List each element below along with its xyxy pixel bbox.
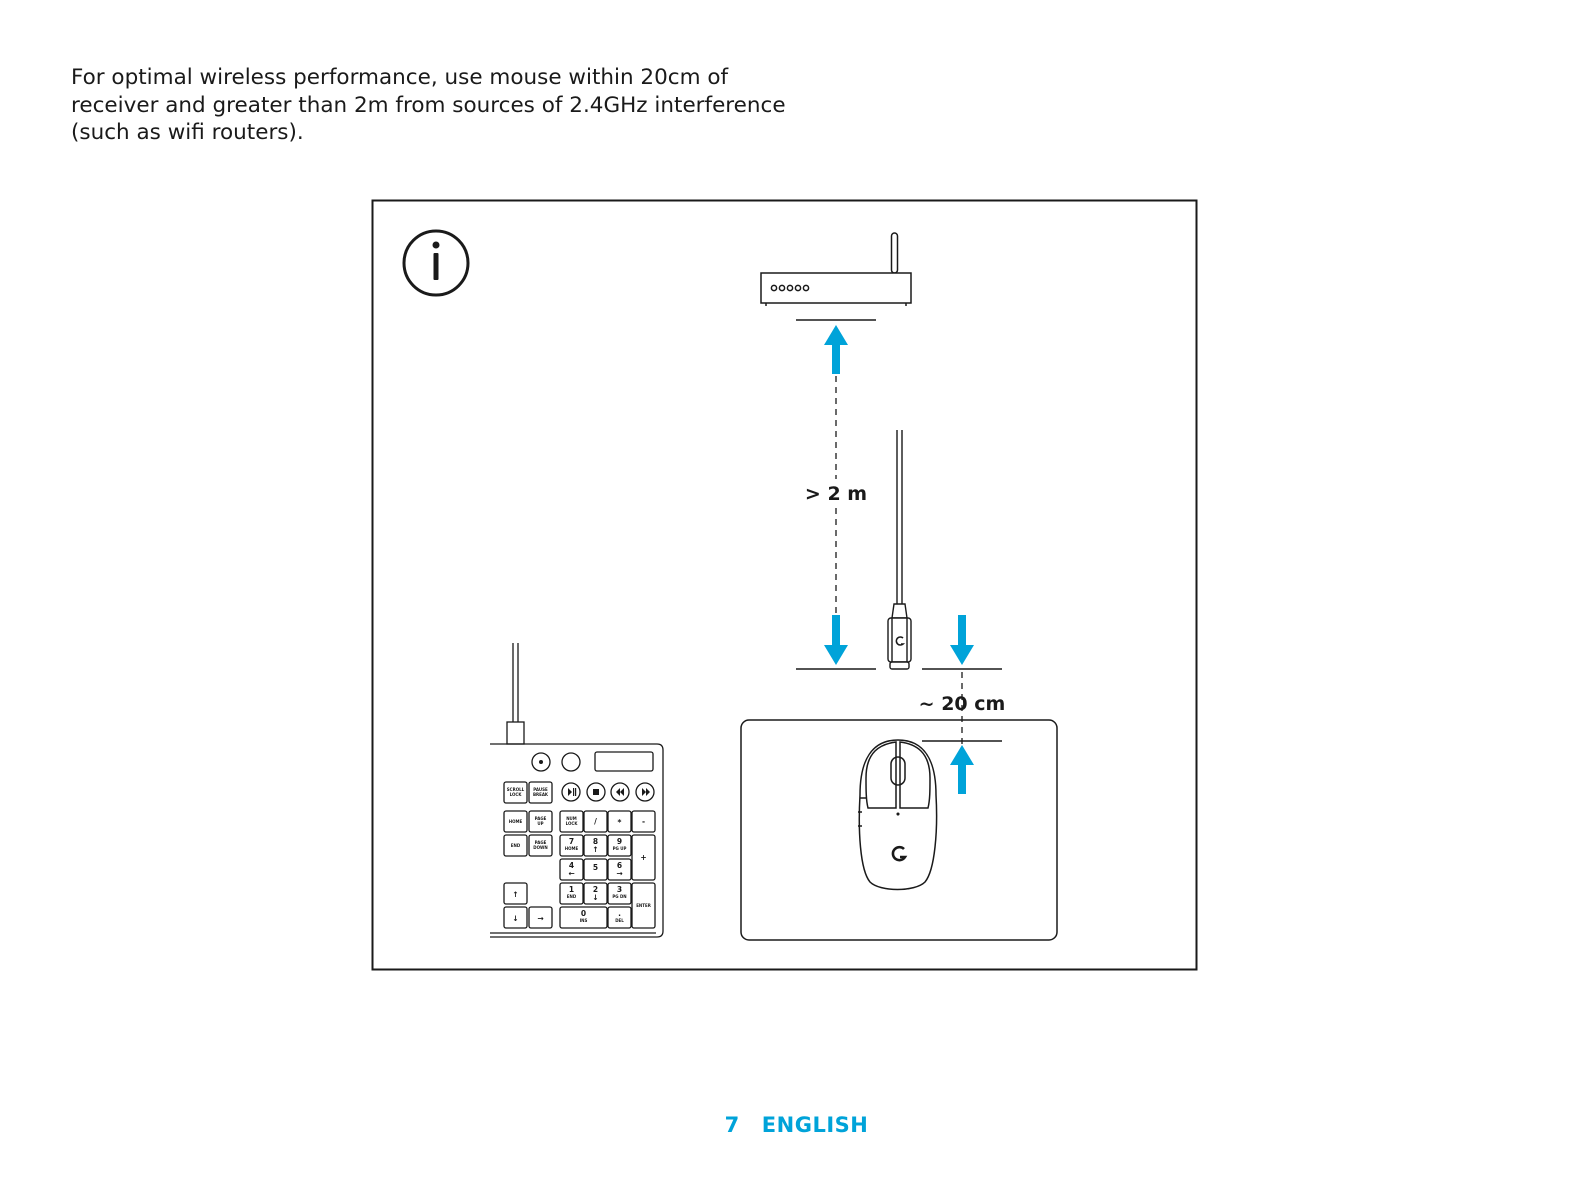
key-pause-break: PAUSE bbox=[533, 787, 548, 792]
key-enter: ENTER bbox=[636, 903, 651, 908]
key-1: 1 bbox=[569, 885, 574, 894]
key-page-up: PAGE bbox=[535, 816, 547, 821]
key-0-sub: INS bbox=[580, 918, 588, 923]
key-3: 3 bbox=[617, 885, 622, 894]
key-minus: - bbox=[642, 817, 645, 826]
key-end: END bbox=[511, 843, 521, 848]
instruction-line-1: For optimal wireless performance, use mo… bbox=[71, 65, 729, 90]
instruction-line-2: receiver and greater than 2m from source… bbox=[71, 92, 786, 118]
mouse-icon bbox=[858, 739, 938, 891]
arrow-down-icon bbox=[824, 615, 848, 665]
key-9: 9 bbox=[617, 837, 622, 846]
page-number: 7 bbox=[724, 1113, 740, 1137]
key-7-sub: HOME bbox=[565, 846, 579, 851]
key-home: HOME bbox=[509, 819, 523, 824]
key-4: 4 bbox=[569, 861, 574, 870]
key-arrow-right: → bbox=[537, 914, 543, 923]
instruction-text: For optimal wireless performance, use mo… bbox=[71, 64, 831, 147]
key-0: 0 bbox=[581, 909, 586, 918]
key-scroll-lock: SCROLL bbox=[507, 787, 525, 792]
instruction-line-3: (such as wifi routers). bbox=[71, 120, 304, 145]
svg-text:LOCK: LOCK bbox=[510, 792, 523, 797]
key-6: 6 bbox=[617, 861, 622, 870]
key-3-sub: PG DN bbox=[612, 894, 626, 899]
key-1-sub: END bbox=[567, 894, 577, 899]
key-asterisk: * bbox=[618, 818, 622, 827]
arrow-up-icon bbox=[824, 325, 848, 374]
key-page-down: PAGE bbox=[535, 840, 547, 845]
key-dot-sub: DEL bbox=[615, 918, 624, 923]
page-footer: 7 ENGLISH bbox=[0, 1113, 1593, 1137]
key-num-lock: NUM bbox=[566, 816, 577, 821]
key-4-sub: ← bbox=[568, 869, 574, 878]
logitech-g-logo-icon bbox=[891, 845, 908, 862]
key-8: 8 bbox=[593, 837, 598, 846]
mouse-distance-label: ~ 20 cm bbox=[919, 693, 1006, 715]
diagram-frame bbox=[371, 199, 1198, 971]
key-6-sub: → bbox=[616, 869, 622, 878]
arrow-up-icon bbox=[950, 745, 974, 794]
key-5: 5 bbox=[593, 863, 598, 872]
key-plus: + bbox=[640, 853, 646, 862]
router-distance-label: > 2 m bbox=[805, 483, 867, 505]
svg-text:UP: UP bbox=[537, 821, 543, 826]
key-2-sub: ↓ bbox=[592, 893, 598, 902]
arrow-down-icon bbox=[950, 615, 974, 665]
key-dot: . bbox=[618, 909, 621, 918]
key-9-sub: PG UP bbox=[613, 846, 627, 851]
svg-text:DOWN: DOWN bbox=[533, 845, 547, 850]
router-icon bbox=[760, 232, 912, 306]
key-7: 7 bbox=[569, 837, 574, 846]
info-icon bbox=[402, 229, 470, 297]
key-arrow-up: ↑ bbox=[512, 890, 518, 899]
svg-text:BREAK: BREAK bbox=[533, 792, 549, 797]
keyboard-icon: SCROLL LOCK PAUSE BREAK HOME PAGE UP END… bbox=[490, 643, 664, 938]
key-slash: / bbox=[594, 817, 597, 826]
mouse-pad-icon bbox=[740, 719, 1058, 941]
key-arrow-down: ↓ bbox=[512, 914, 518, 923]
usb-receiver-icon bbox=[887, 430, 912, 670]
language-label: ENGLISH bbox=[761, 1113, 869, 1137]
key-8-sub: ↑ bbox=[592, 845, 598, 854]
key-2: 2 bbox=[593, 885, 598, 894]
svg-text:LOCK: LOCK bbox=[566, 821, 579, 826]
